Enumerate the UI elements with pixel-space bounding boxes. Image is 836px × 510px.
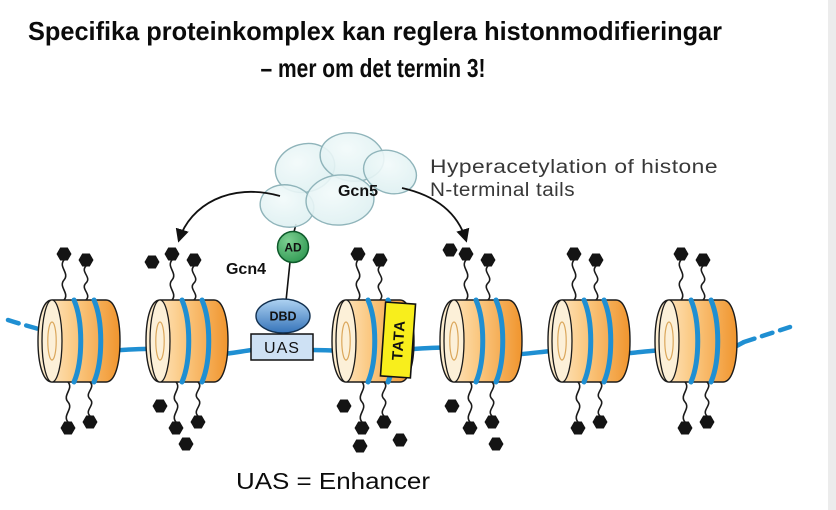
gcn5-complex: Gcn5 (259, 132, 418, 237)
annotation-line-1: Hyperacetylation of histone (430, 157, 718, 178)
screen-edge (828, 0, 836, 510)
tata-rect (379, 301, 417, 379)
acetyl-group (392, 433, 408, 447)
protein-subunit (362, 149, 418, 195)
uas-label: UAS (264, 340, 300, 357)
protein-subunit (305, 174, 375, 226)
acetyl-group (152, 399, 168, 413)
acetyl-group (144, 255, 160, 269)
tata-label: TATA (389, 319, 409, 361)
nucleosome-5 (548, 248, 630, 435)
acetyl-group (336, 399, 352, 413)
caption-uas-enhancer: UAS = Enhancer (236, 468, 430, 494)
acetyl-group (444, 399, 460, 413)
acetyl-group (352, 439, 368, 453)
acetyl-group (178, 437, 194, 451)
dna-binding-domain (255, 298, 311, 334)
ad-dbd-link (285, 261, 291, 302)
slide-title-line-2: – mer om det termin 3! (261, 53, 486, 83)
dna-dashed-left (5, 317, 45, 333)
acetyl-group (442, 243, 458, 257)
uas-box (250, 333, 314, 361)
slide-title-line-1: Specifika proteinkomplex kan reglera his… (28, 16, 722, 46)
dbd-label: DBD (269, 310, 296, 324)
gcn4-label: Gcn4 (226, 261, 266, 278)
nucleosome-1 (38, 248, 120, 435)
annotation-line-2: N-terminal tails (430, 180, 575, 201)
ad-label: AD (284, 241, 302, 255)
dna-dashed-right (741, 324, 793, 345)
acetyl-group (488, 437, 504, 451)
tata-box: TATA (379, 301, 417, 379)
gcn5-label: Gcn5 (338, 183, 378, 200)
arrow-to-right-nucleosome (401, 187, 470, 243)
nucleosome-6 (655, 248, 737, 435)
activation-domain (276, 230, 310, 264)
arrow-to-left-nucleosome (175, 191, 281, 243)
